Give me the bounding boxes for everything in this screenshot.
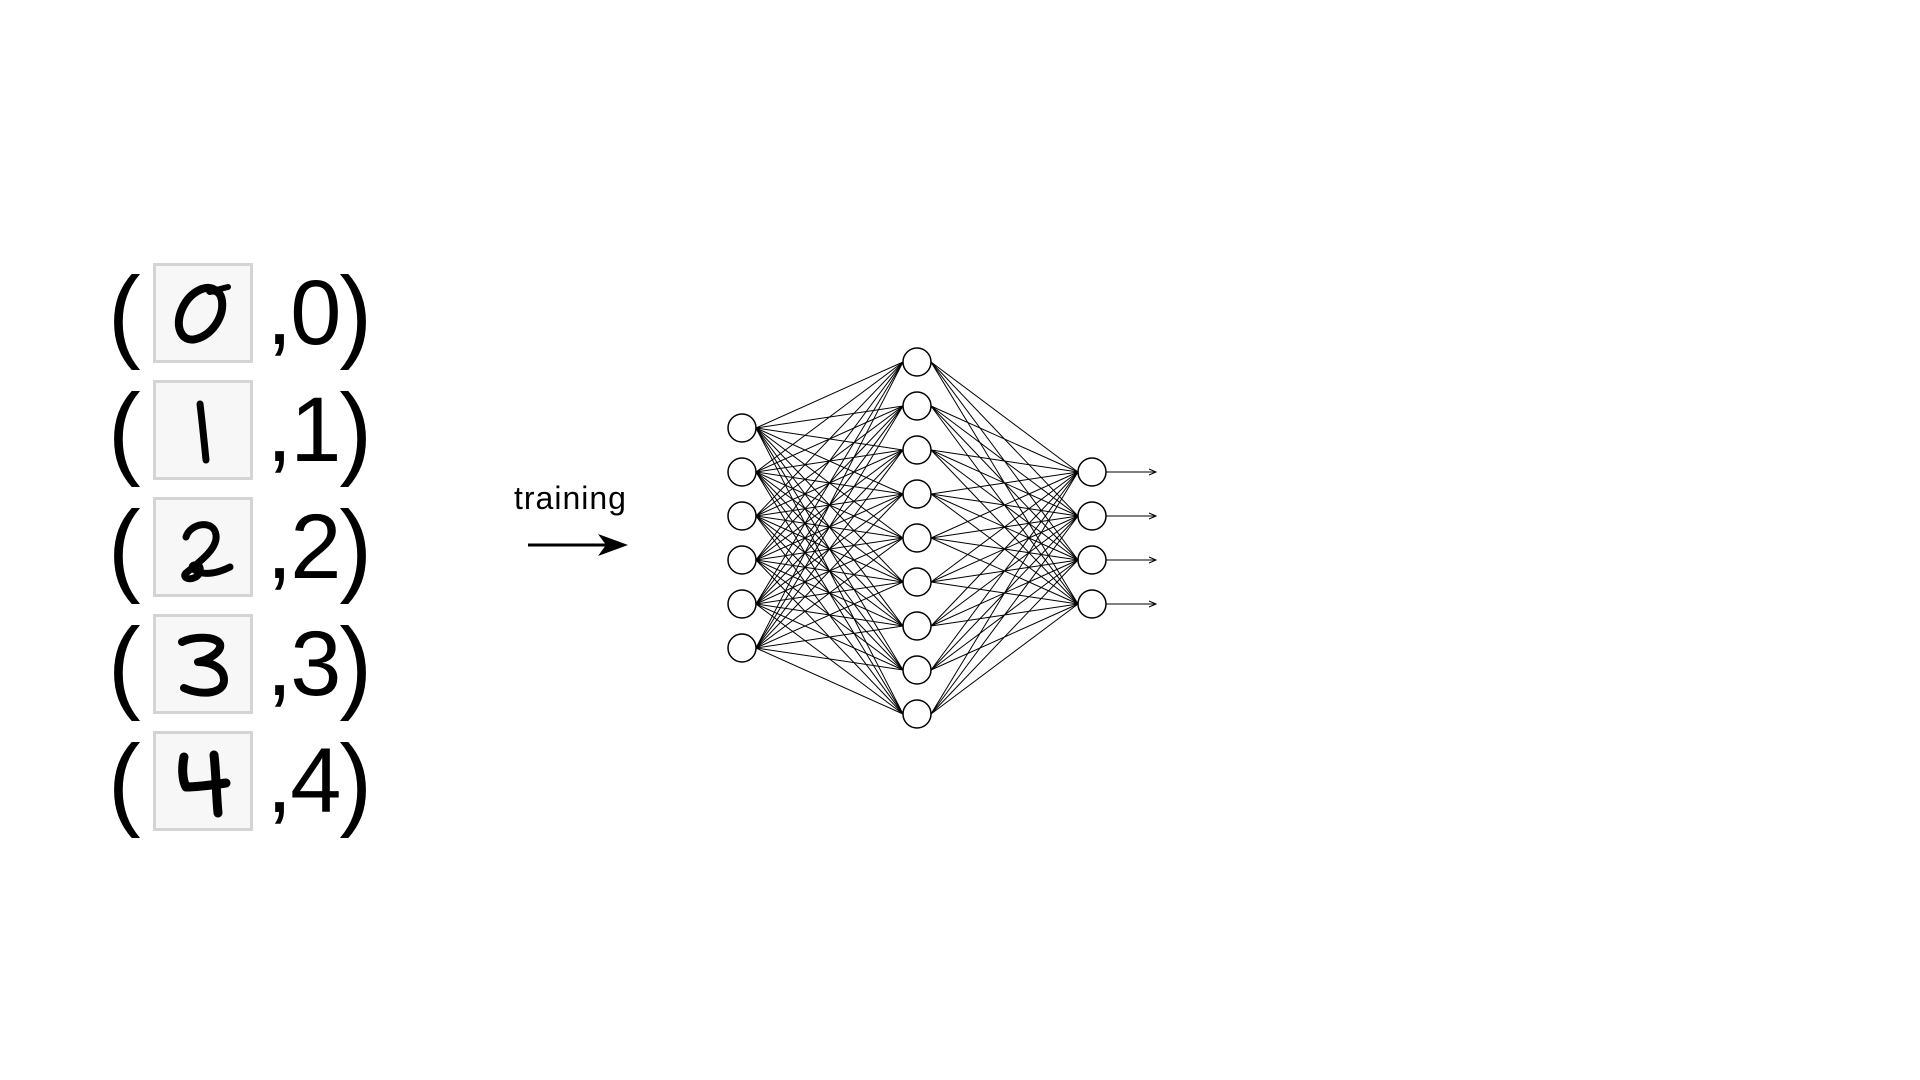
handwritten-1-icon: [196, 400, 210, 463]
connection-edge: [755, 361, 904, 605]
output-node: [1077, 589, 1107, 619]
connection-edge: [930, 471, 1079, 583]
hidden-node: [902, 435, 932, 465]
pair-1: ( ,1 ): [108, 371, 448, 488]
input-node: [727, 589, 757, 619]
close-paren: ): [339, 722, 373, 839]
digit-image-3: [152, 613, 253, 714]
connection-edge: [755, 537, 904, 649]
connection-edge: [930, 449, 1079, 473]
handwritten-2-icon: [180, 520, 234, 582]
hidden-node: [902, 523, 932, 553]
connection-edge: [930, 471, 1079, 627]
pair-4: ( ,4 ): [108, 722, 448, 839]
connection-edge: [755, 405, 904, 649]
hidden-node: [902, 479, 932, 509]
training-arrow-block: training: [514, 480, 654, 556]
label-1: ,1: [266, 378, 342, 481]
input-node: [727, 633, 757, 663]
output-node: [1077, 501, 1107, 531]
open-paren: (: [108, 722, 141, 839]
connection-edge: [755, 361, 904, 561]
connection-edge: [930, 471, 1079, 671]
hidden-node: [902, 655, 932, 685]
hidden-node: [902, 347, 932, 377]
open-paren: (: [108, 488, 141, 605]
neural-network: [727, 347, 1158, 729]
pair-2: ( ,2 ): [108, 488, 448, 605]
output-arrowhead: [1148, 556, 1158, 564]
output-node: [1077, 457, 1107, 487]
open-paren: (: [108, 254, 141, 371]
output-node: [1077, 545, 1107, 575]
right-arrow-icon: [528, 534, 628, 556]
digit-image-2: [152, 496, 253, 597]
close-paren: ): [339, 254, 373, 371]
hidden-node: [902, 611, 932, 641]
connection-edge: [755, 493, 904, 649]
training-label: training: [514, 480, 627, 516]
output-arrowhead: [1148, 512, 1158, 520]
output-arrowhead: [1148, 468, 1158, 476]
digit-image-0: [152, 262, 253, 363]
input-node: [727, 457, 757, 487]
digit-image-1: [152, 379, 253, 480]
connection-edge: [930, 603, 1079, 715]
connection-edge: [755, 581, 904, 649]
connection-edge: [755, 647, 904, 715]
connection-edge: [755, 361, 904, 429]
label-0: ,0: [266, 261, 342, 364]
label-2: ,2: [266, 495, 342, 598]
hidden-node: [902, 699, 932, 729]
hidden-node: [902, 391, 932, 421]
handwritten-0-icon: [174, 283, 231, 344]
close-paren: ): [339, 488, 373, 605]
input-node: [727, 413, 757, 443]
connection-edge: [930, 471, 1079, 715]
handwritten-4-icon: [177, 750, 231, 817]
output-arrowhead: [1148, 600, 1158, 608]
input-node: [727, 501, 757, 531]
open-paren: (: [108, 371, 141, 488]
connection-edge: [930, 361, 1079, 473]
label-4: ,4: [266, 729, 342, 832]
connection-edge: [755, 361, 904, 517]
connection-edge: [930, 559, 1079, 715]
connection-edge: [755, 449, 904, 649]
pair-3: ( ,3 ): [108, 605, 448, 722]
connection-edge: [930, 471, 1079, 539]
digit-image-4: [152, 730, 253, 831]
pair-0: ( ,0 ): [108, 254, 448, 371]
training-pairs: ( ,0 ) ( ,1 ) (: [108, 254, 448, 839]
label-3: ,3: [266, 612, 342, 715]
connection-edge: [755, 625, 904, 649]
open-paren: (: [108, 605, 141, 722]
connection-edge: [755, 647, 904, 671]
connection-edge: [755, 361, 904, 473]
connection-edge: [755, 361, 904, 649]
close-paren: ): [339, 605, 373, 722]
connection-edge: [930, 515, 1079, 715]
close-paren: ): [339, 371, 373, 488]
handwritten-3-icon: [177, 633, 228, 697]
hidden-node: [902, 567, 932, 597]
connection-edge: [930, 405, 1079, 473]
connection-edge: [930, 471, 1079, 495]
input-node: [727, 545, 757, 575]
